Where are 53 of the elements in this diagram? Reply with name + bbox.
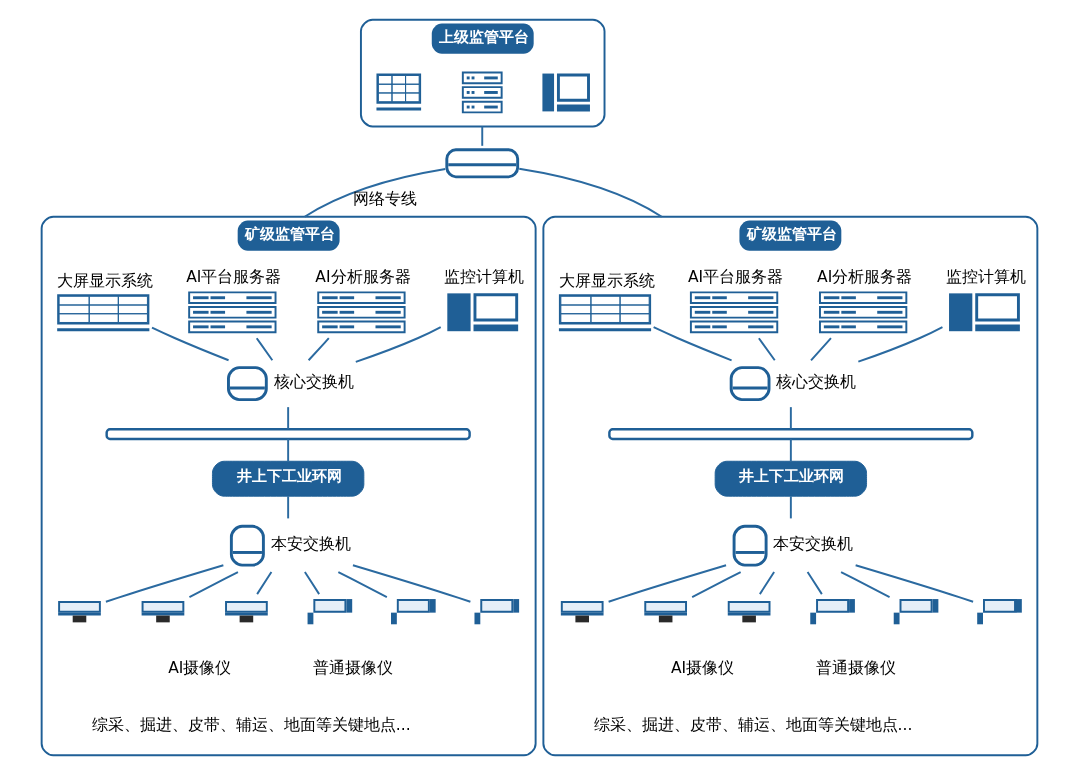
connector: [789, 438, 792, 463]
connector: [151, 326, 230, 362]
connector: [607, 564, 728, 603]
node-box: 井上下工业环网: [714, 460, 868, 497]
connector: [810, 337, 832, 362]
connector: [854, 564, 975, 603]
connector: [652, 326, 733, 362]
node-label: AI平台服务器: [687, 267, 784, 286]
node-label: 核心交换机: [273, 373, 354, 392]
node-bar: [608, 428, 974, 441]
connector: [840, 571, 891, 598]
connector: [757, 337, 776, 362]
node-label: 本安交换机: [270, 535, 351, 554]
connector: [287, 438, 290, 463]
node-label: 核心交换机: [776, 373, 857, 392]
connector: [303, 167, 447, 218]
label: 综采、掘进、皮带、辅运、地面等关键地点...: [593, 715, 913, 734]
connector: [256, 571, 273, 596]
label: AI摄像仪: [168, 658, 232, 677]
connector: [337, 571, 388, 598]
connector: [518, 167, 663, 218]
node-bar: [105, 428, 471, 441]
connector: [481, 125, 484, 147]
connector: [758, 571, 776, 596]
connector: [789, 495, 792, 520]
connector: [307, 337, 330, 362]
node-label: 监控计算机: [444, 268, 525, 287]
node-box: 井上下工业环网: [211, 460, 365, 497]
connector: [303, 571, 321, 596]
node-label: 本安交换机: [773, 535, 854, 554]
edge-label: 网络专线: [353, 189, 418, 208]
connector: [287, 406, 290, 430]
label: AI摄像仪: [670, 658, 735, 677]
connector: [354, 326, 442, 363]
node-label: AI分析服务器: [315, 267, 411, 286]
connector: [351, 564, 472, 603]
label: 普通摄像仪: [815, 658, 896, 677]
connector: [789, 406, 792, 430]
label: 普通摄像仪: [313, 658, 394, 677]
connector: [104, 564, 225, 603]
node-label: 大屏显示系统: [558, 272, 655, 291]
connector: [857, 326, 944, 363]
node-label: 大屏显示系统: [57, 272, 154, 291]
connector: [255, 337, 274, 362]
label: 综采、掘进、皮带、辅运、地面等关键地点...: [91, 715, 411, 734]
connector: [806, 571, 823, 596]
connector: [188, 571, 239, 598]
cluster: 上级监管平台: [359, 18, 606, 128]
node-label: AI平台服务器: [186, 267, 282, 286]
node-label: AI分析服务器: [817, 267, 913, 286]
connector: [691, 571, 742, 598]
connector: [287, 495, 290, 520]
node-label: 监控计算机: [946, 268, 1027, 287]
